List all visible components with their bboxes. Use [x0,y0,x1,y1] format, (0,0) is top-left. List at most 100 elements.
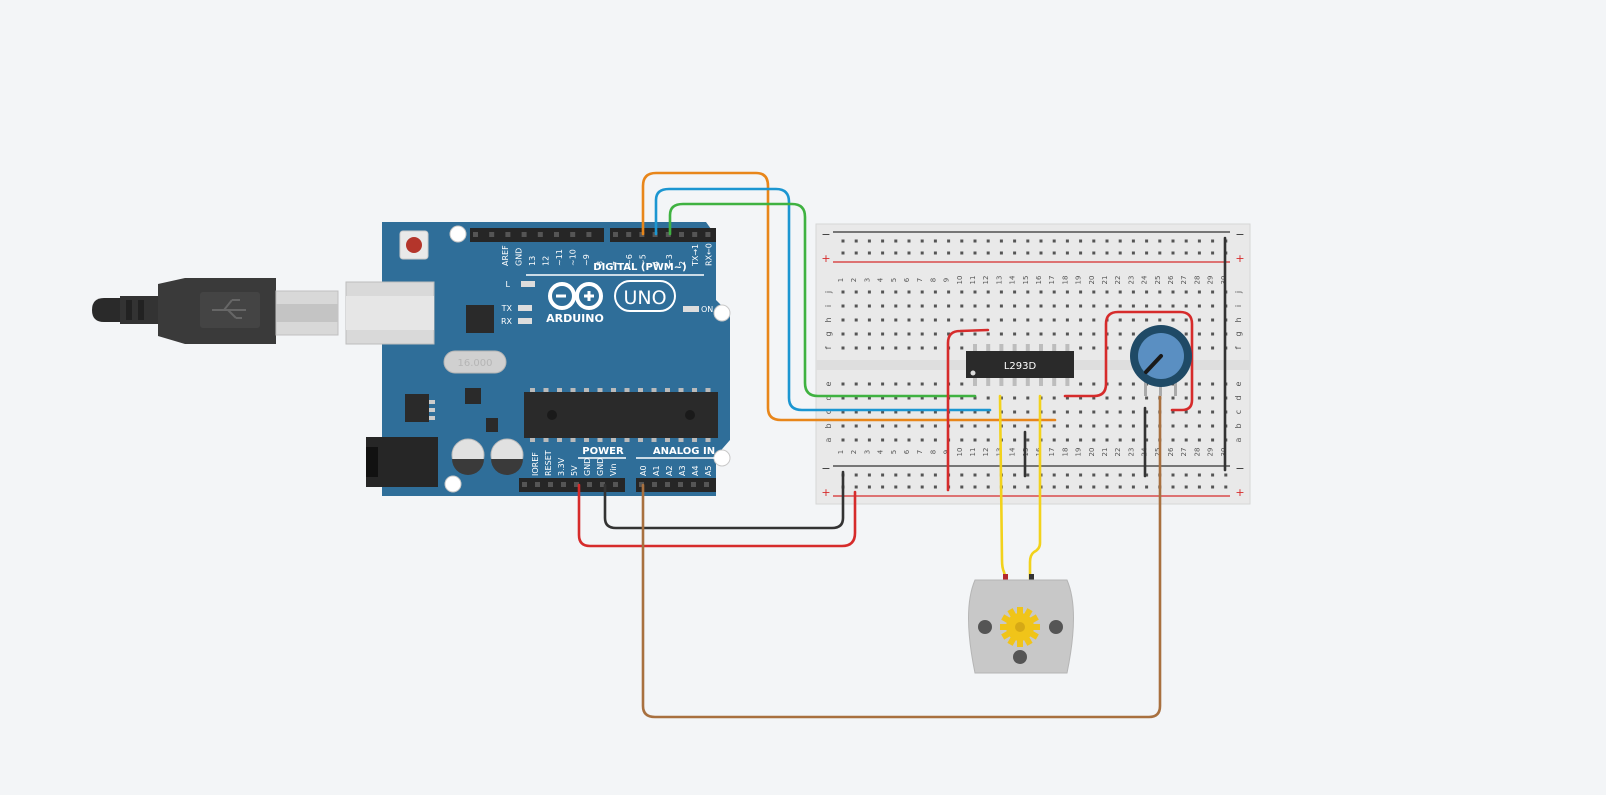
breadboard-hole[interactable] [986,410,990,414]
breadboard-hole[interactable] [1039,332,1043,336]
breadboard-hole[interactable] [1079,304,1083,308]
breadboard-hole[interactable] [960,290,964,294]
l293d-chip[interactable]: L293D [966,344,1074,386]
breadboard-hole[interactable] [1118,318,1122,322]
breadboard-hole[interactable] [973,304,977,308]
breadboard-hole[interactable] [1118,473,1122,477]
breadboard-hole[interactable] [881,410,885,414]
breadboard-hole[interactable] [1079,485,1083,489]
breadboard-hole[interactable] [1145,485,1149,489]
breadboard-hole[interactable] [1224,485,1228,489]
breadboard-hole[interactable] [907,410,911,414]
breadboard-hole[interactable] [894,251,898,255]
breadboard-hole[interactable] [1197,239,1201,243]
breadboard-hole[interactable] [986,251,990,255]
breadboard-hole[interactable] [1079,396,1083,400]
breadboard-hole[interactable] [1211,290,1215,294]
breadboard-hole[interactable] [1065,410,1069,414]
breadboard-hole[interactable] [1052,239,1056,243]
breadboard-hole[interactable] [1131,382,1135,386]
breadboard-hole[interactable] [907,424,911,428]
breadboard-hole[interactable] [1211,382,1215,386]
breadboard-hole[interactable] [999,332,1003,336]
breadboard-hole[interactable] [1092,251,1096,255]
breadboard-hole[interactable] [973,332,977,336]
breadboard-hole[interactable] [973,318,977,322]
dc-motor[interactable] [968,574,1074,674]
header-socket[interactable] [570,232,576,237]
breadboard-hole[interactable] [1211,473,1215,477]
breadboard-hole[interactable] [973,473,977,477]
breadboard-hole[interactable] [1131,485,1135,489]
breadboard-hole[interactable] [907,239,911,243]
breadboard-hole[interactable] [933,346,937,350]
breadboard-hole[interactable] [1184,424,1188,428]
breadboard-hole[interactable] [999,251,1003,255]
breadboard-hole[interactable] [1079,382,1083,386]
breadboard-hole[interactable] [1145,318,1149,322]
header-socket[interactable] [665,232,671,237]
breadboard-hole[interactable] [854,424,858,428]
breadboard-hole[interactable] [1145,410,1149,414]
breadboard-hole[interactable] [854,410,858,414]
breadboard-hole[interactable] [1079,290,1083,294]
breadboard-hole[interactable] [1052,473,1056,477]
breadboard-hole[interactable] [881,332,885,336]
breadboard-hole[interactable] [867,290,871,294]
breadboard-hole[interactable] [841,332,845,336]
breadboard-hole[interactable] [920,290,924,294]
breadboard-hole[interactable] [841,396,845,400]
header-socket[interactable] [535,482,540,487]
header-socket[interactable] [691,482,696,487]
breadboard-hole[interactable] [881,251,885,255]
breadboard-hole[interactable] [986,332,990,336]
breadboard-hole[interactable] [881,382,885,386]
breadboard-hole[interactable] [973,251,977,255]
breadboard-hole[interactable] [854,318,858,322]
usb-cable[interactable] [92,278,339,344]
breadboard-hole[interactable] [1052,251,1056,255]
reset-button-cap[interactable] [406,237,422,253]
breadboard-hole[interactable] [1065,304,1069,308]
breadboard-hole[interactable] [1184,473,1188,477]
header-socket[interactable] [561,482,566,487]
breadboard-hole[interactable] [1158,239,1162,243]
breadboard-hole[interactable] [1171,438,1175,442]
breadboard-hole[interactable] [1211,304,1215,308]
breadboard-hole[interactable] [1197,485,1201,489]
breadboard-hole[interactable] [947,251,951,255]
breadboard-hole[interactable] [1105,396,1109,400]
breadboard-hole[interactable] [867,346,871,350]
breadboard-hole[interactable] [920,396,924,400]
breadboard-hole[interactable] [907,318,911,322]
breadboard-hole[interactable] [1197,473,1201,477]
breadboard-hole[interactable] [881,485,885,489]
breadboard-hole[interactable] [881,290,885,294]
breadboard-hole[interactable] [1184,304,1188,308]
breadboard-hole[interactable] [933,318,937,322]
breadboard-hole[interactable] [960,332,964,336]
breadboard-hole[interactable] [1211,251,1215,255]
breadboard-hole[interactable] [986,438,990,442]
breadboard-hole[interactable] [1184,382,1188,386]
breadboard-hole[interactable] [920,251,924,255]
breadboard-hole[interactable] [1105,251,1109,255]
breadboard-hole[interactable] [999,304,1003,308]
breadboard-hole[interactable] [1118,396,1122,400]
breadboard-hole[interactable] [1079,239,1083,243]
breadboard-hole[interactable] [1184,251,1188,255]
breadboard-hole[interactable] [1118,382,1122,386]
breadboard-hole[interactable] [854,251,858,255]
breadboard-hole[interactable] [973,424,977,428]
breadboard-hole[interactable] [867,424,871,428]
breadboard-hole[interactable] [1171,318,1175,322]
breadboard-hole[interactable] [1013,410,1017,414]
breadboard-hole[interactable] [1013,424,1017,428]
breadboard-hole[interactable] [986,473,990,477]
breadboard-hole[interactable] [1052,304,1056,308]
breadboard-hole[interactable] [1026,424,1030,428]
breadboard-hole[interactable] [854,239,858,243]
wire-red-5v[interactable] [577,483,857,548]
breadboard-hole[interactable] [1079,346,1083,350]
breadboard-hole[interactable] [894,239,898,243]
